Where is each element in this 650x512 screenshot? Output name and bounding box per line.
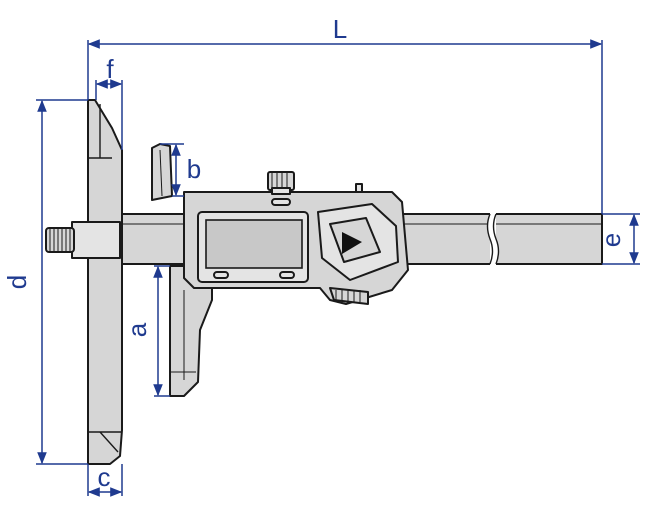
dimension-label-a: a — [122, 322, 152, 337]
sliding-jaw — [151, 143, 213, 397]
dimension-label-L: L — [333, 14, 347, 44]
dimension-c: c — [87, 462, 123, 497]
dimension-label-e: e — [596, 233, 626, 247]
control-panel — [317, 203, 399, 305]
dimension-a: a — [122, 265, 163, 397]
dimension-f: f — [95, 54, 123, 89]
dimension-e: e — [596, 213, 639, 265]
display-screen — [197, 211, 309, 283]
dimension-label-d: d — [2, 275, 32, 289]
lock-screw-knob — [45, 227, 75, 253]
dimension-L: L — [87, 14, 603, 49]
dimension-label-b: b — [187, 154, 201, 184]
play-triangle-icon — [342, 232, 362, 254]
dimension-b: b — [171, 143, 201, 197]
dimension-label-c: c — [98, 462, 111, 492]
dimension-d: d — [2, 99, 47, 465]
dimension-label-f: f — [106, 54, 114, 84]
depth-base — [71, 99, 123, 465]
